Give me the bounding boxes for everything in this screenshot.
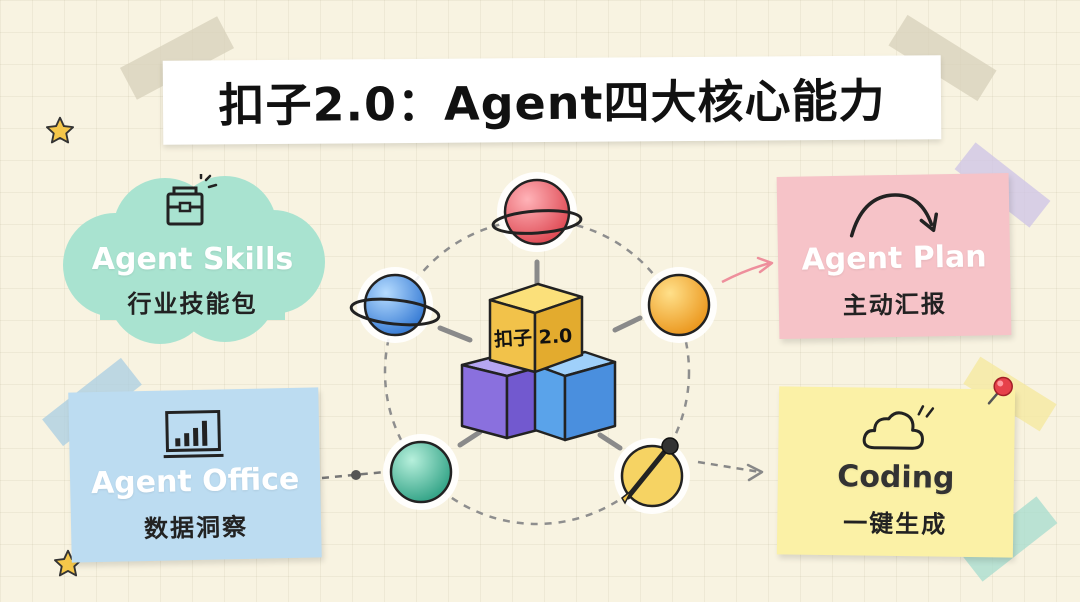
connector-arrowhead [746,463,764,482]
connector-coding [697,460,761,474]
skills-card: Agent Skills 行业技能包 [55,170,330,345]
spoke-line [437,325,473,343]
cloud-icon [862,405,935,450]
center-cube-label: 扣子 2.0 [493,324,573,352]
office-title: Agent Office [90,461,300,502]
cube-yellow [488,282,584,374]
planet-yellow [620,444,684,508]
planet-ring [491,209,583,235]
skills-subtitle: 行业技能包 [127,290,258,318]
coding-title: Coding [837,459,955,496]
planet-orange [647,273,711,337]
microphone-icon [621,437,679,505]
connector-arrow-plan [721,261,771,284]
toolbox-icon [166,174,218,226]
plan-title: Agent Plan [801,239,987,278]
star-icon [46,116,74,144]
spoke-line [612,315,643,333]
cloud-shape [63,176,325,344]
coding-card: Coding 一键生成 [776,376,1016,558]
plan-subtitle: 主动汇报 [842,290,948,320]
connector-dot [351,470,361,480]
skills-title: Agent Skills [91,242,294,277]
office-subtitle: 数据洞察 [143,512,249,544]
coding-subtitle: 一键生成 [843,509,948,539]
spoke-line [457,429,483,448]
planet-teal [389,440,453,504]
cube-blue [533,350,617,442]
bar-chart-icon [163,409,224,459]
pushpin-icon [987,376,1013,405]
connector-arrowhead [756,256,774,274]
spoke-line [597,432,623,451]
curved-arrow-icon [849,193,939,238]
planet-ring [349,297,441,327]
office-card: Agent Office 数据洞察 [68,387,322,563]
plan-card: Agent Plan 主动汇报 [776,172,1012,340]
